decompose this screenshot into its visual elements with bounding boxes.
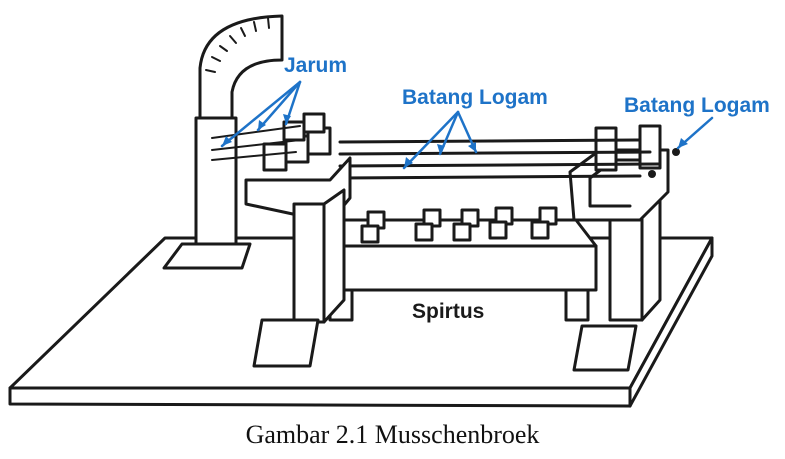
right-foot: [574, 326, 636, 370]
figure-caption: Gambar 2.1 Musschenbroek: [0, 420, 785, 450]
label-batang-logam-right: Batang Logam: [624, 94, 770, 117]
left-foot: [254, 320, 318, 366]
label-jarum: Jarum: [284, 54, 347, 77]
dial-gauge: [164, 16, 282, 268]
label-spirtus: Spirtus: [412, 300, 484, 323]
right-bolt: [672, 148, 680, 156]
batang-logam-right-arrow: [678, 118, 712, 148]
label-batang-logam-center: Batang Logam: [402, 86, 548, 109]
